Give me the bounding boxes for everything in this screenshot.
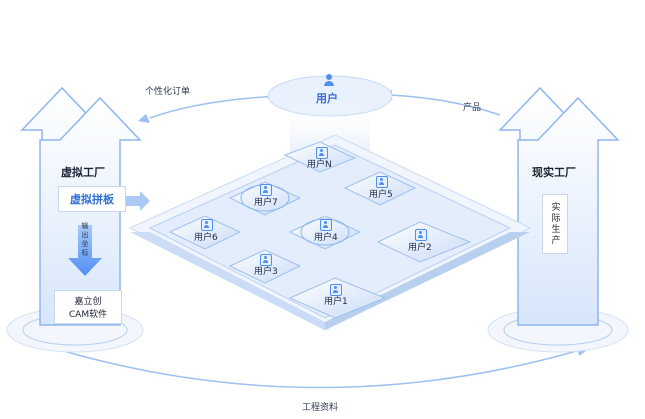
user-icon [330,284,342,296]
output-down-arrow [68,225,102,276]
cam-line2: CAM软件 [68,310,108,320]
platform-tiles [168,141,472,319]
platform-edge-left [130,232,325,330]
tile-user6 [168,215,242,250]
cam-line1: 嘉立创 [74,297,102,307]
user-icon [260,184,272,196]
actual-production-box: 实际生产 [542,194,568,254]
tile-user5 [343,171,417,206]
top-user-icon [323,74,335,86]
engineering-data-curve [59,349,581,389]
user-icon [376,176,388,188]
user-icon [316,147,328,159]
user-icon [320,219,332,231]
output-coords-label: 输出坐标 [81,222,89,258]
tile-user1 [288,277,387,319]
custom-order-arrowhead [138,114,150,123]
custom-order-curve [149,95,281,119]
tile-label-user6: 用户6 [194,233,218,243]
product-label: 产品 [463,103,482,113]
tile-label-user1: 用户1 [324,297,348,307]
product-curve [389,94,501,116]
user-icon [260,254,272,266]
platform-edge-right [325,232,530,330]
right-arrow-front [517,96,620,326]
tile-user3 [228,249,302,284]
tile-label-user5: 用户5 [369,190,393,200]
custom-order-label: 个性化订单 [145,87,191,97]
tile-label-user4: 用户4 [314,233,338,243]
real-factory-title: 现实工厂 [532,166,576,179]
virtual-factory-title: 虚拟工厂 [61,166,105,179]
top-user-label: 用户 [316,92,338,105]
user-icon [201,219,213,231]
tile-label-userN: 用户N [307,160,332,170]
tile-label-user7: 用户7 [254,198,278,208]
tile-label-user2: 用户2 [408,243,432,253]
board-to-platform-arrow [125,191,150,211]
tile-label-user3: 用户3 [254,267,278,277]
user-icon [415,229,427,241]
engineering-data-label: 工程资料 [302,403,339,413]
virtual-board-box: 虚拟拼板 [58,186,126,212]
cam-software-box: 嘉立创 CAM软件 [54,290,122,324]
tile-user2 [376,221,472,263]
